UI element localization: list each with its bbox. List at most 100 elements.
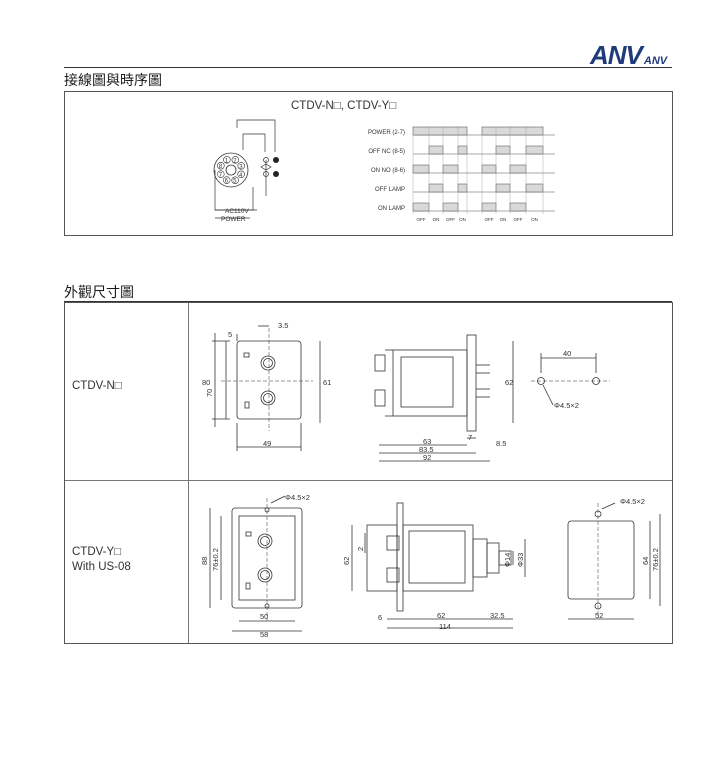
timing-pulse [412, 126, 468, 136]
socket-pin-label: 4 [239, 173, 243, 179]
timing-pulse [428, 145, 444, 155]
timing-pulse [412, 164, 430, 174]
timing-row-label: POWER (2-7) [368, 130, 405, 136]
dim-y-front-hole: Φ4.5×2 [285, 493, 310, 502]
dim-y-mount-hole: Φ4.5×2 [620, 497, 645, 506]
dim-n-top: 3.5 [278, 321, 288, 330]
brand-name: ANV [590, 40, 643, 70]
dim-y-mount-width: 52 [595, 611, 603, 620]
dim-y-side-gap: 2 [356, 547, 365, 551]
timing-interval-label: OFF [485, 217, 494, 222]
dim-n-side-height: 61 [323, 378, 331, 387]
dim-n-len-835: 83.5 [419, 445, 434, 454]
socket-pin-label: 6 [225, 179, 229, 185]
dim-y-len-325: 32.5 [490, 611, 505, 620]
supply-label: AC110V [225, 208, 249, 215]
timing-interval-label: ON [459, 217, 466, 222]
diagram-title: CTDV-N□, CTDV-Y□ [291, 100, 396, 112]
dim-n-mount-hole: Φ4.5×2 [554, 401, 579, 410]
dim-y-mount-height-inner: 76±0.2 [651, 548, 660, 571]
dim-n-len-63: 63 [423, 437, 431, 446]
socket-pin [217, 170, 225, 178]
timing-row-label: OFF LAMP [375, 187, 405, 193]
timing-pulse [509, 164, 527, 174]
header-rule [64, 67, 672, 68]
dim-n-len-92: 92 [423, 453, 431, 462]
timing-pulse [509, 202, 527, 212]
timing-pulse [428, 183, 444, 193]
timing-interval-label: OFF [417, 217, 426, 222]
socket-pin [231, 156, 239, 164]
timing-pulse [481, 126, 544, 136]
dim-y-width-inner: 50 [260, 612, 268, 621]
timing-pulse [481, 164, 497, 174]
socket-pin-label: 3 [239, 164, 243, 170]
timing-row-label: ON LAMP [378, 206, 405, 212]
model-label-n: CTDV-N□ [72, 380, 122, 392]
timing-pulse [442, 202, 459, 212]
dim-n-mount-spacing: 40 [563, 349, 571, 358]
socket-pin [231, 176, 239, 184]
timing-interval-label: OFF [514, 217, 523, 222]
socket-pin [237, 162, 245, 170]
side-view-n [392, 349, 468, 417]
dimension-drawings: 3.5 5 80 70 49 61 62 7 8.5 63 83.5 92 40… [200, 321, 661, 639]
timing-pulse [457, 145, 468, 155]
socket-pin-label: 8 [219, 164, 223, 170]
timing-pulse [457, 183, 468, 193]
dim-n-depth-a: 7 [468, 433, 472, 442]
timing-pulse [495, 183, 511, 193]
socket-pin [223, 176, 231, 184]
section-title-wiring: 接線圖與時序圖 [64, 73, 162, 89]
row-divider [65, 480, 672, 481]
dim-y-len-62: 62 [437, 611, 445, 620]
mount-view-y [567, 520, 635, 600]
timing-interval-label: OFF [446, 217, 455, 222]
socket-pin [237, 170, 245, 178]
model-label-y: CTDV-Y□ [72, 546, 122, 558]
dim-y-height-outer: 88 [200, 557, 209, 565]
timing-pulse [525, 145, 544, 155]
timing-pulse [442, 164, 459, 174]
socket-pin-label: 1 [225, 158, 229, 164]
socket-pin [217, 162, 225, 170]
timing-pulse [412, 202, 430, 212]
socket-pin-label: 7 [219, 173, 223, 179]
dim-y-len-6: 6 [378, 613, 382, 622]
timing-row-label: ON NO (8-6) [371, 168, 405, 174]
dim-n-depth-b: 8.5 [496, 439, 506, 448]
side-view-y-socket [366, 524, 398, 592]
dim-n-height-inner: 70 [205, 389, 214, 397]
socket-pin [223, 156, 231, 164]
timing-chart: POWER (2-7) OFF NC (8-5) ON NO (8-6) OFF LA… [368, 126, 555, 222]
model-label-y-socket: With US-08 [72, 561, 131, 573]
timing-pulse [525, 183, 544, 193]
dim-n-side-height-right: 62 [505, 378, 513, 387]
timing-interval-label: ON [531, 217, 538, 222]
socket-pin-label: 5 [233, 179, 237, 185]
dimension-table: CTDV-N□ CTDV-Y□ With US-08 [64, 302, 673, 644]
column-divider [188, 303, 189, 643]
dim-y-len-114: 114 [439, 622, 451, 631]
power-label: POWER [221, 216, 246, 223]
brand-tag: ANV [643, 55, 668, 67]
timing-interval-label: ON [500, 217, 507, 222]
dim-n-width: 49 [263, 439, 271, 448]
timing-interval-label: ON [433, 217, 440, 222]
dim-n-small: 5 [228, 330, 232, 339]
dim-n-height-outer: 80 [202, 378, 210, 387]
timing-row-label: OFF NC (8-5) [368, 149, 405, 155]
socket-pin-label: 2 [233, 158, 237, 164]
dim-y-dia-big: Φ33 [516, 553, 525, 567]
dim-y-dia-small: Φ14 [503, 553, 512, 567]
timing-pulse [481, 202, 497, 212]
section-title-dimensions: 外觀尺寸圖 [64, 285, 134, 301]
dim-y-side-height: 62 [342, 557, 351, 565]
dim-y-height-inner: 76±0.2 [211, 548, 220, 571]
dim-y-width-outer: 58 [260, 630, 268, 639]
section2-rule [64, 301, 672, 302]
